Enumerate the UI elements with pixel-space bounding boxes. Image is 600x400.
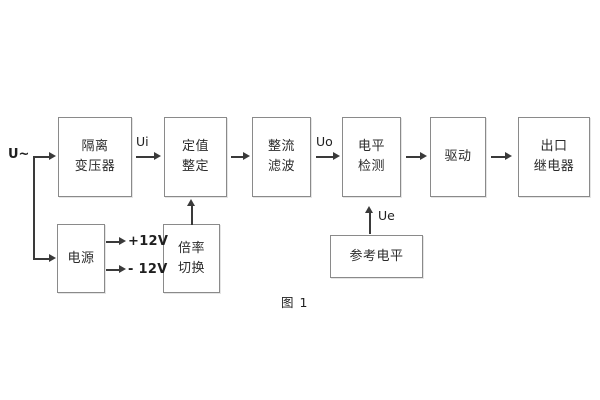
arrow-driver-to-relay-line [491, 156, 507, 158]
power-output-pos-line [106, 241, 121, 243]
block-power-supply[interactable]: 电源 [57, 224, 105, 293]
block-output-relay-line-2: 继电器 [533, 159, 575, 174]
block-power-supply-line-1: 电源 [67, 250, 95, 266]
arrow-transformer-to-setpoint-line [136, 156, 156, 158]
block-output-relay[interactable]: 出口 继电器 [518, 117, 590, 197]
input-source-label: U~ [8, 147, 30, 162]
power-output-neg-arrow [119, 265, 126, 273]
signal-label-uo: Uo [316, 134, 333, 149]
block-multiplier-switch[interactable]: 倍率 切换 [163, 224, 220, 293]
arrow-setpoint-to-rectify-line [231, 156, 245, 158]
block-rectify-filter-line-2: 滤波 [267, 159, 295, 174]
block-reference-level-line-1: 参考电平 [349, 248, 404, 264]
block-multiplier-switch-line-1: 倍率 [177, 240, 205, 256]
arrow-level-to-driver-line [406, 156, 422, 158]
arrow-level-to-driver-head [420, 152, 427, 160]
block-multiplier-switch-line-2: 切换 [177, 260, 205, 276]
block-isolation-transformer-line-2: 变压器 [74, 159, 116, 174]
input-feed-power-line [33, 258, 51, 260]
block-setpoint-adjust[interactable]: 定值 整定 [164, 117, 227, 197]
input-feed-transformer-line [33, 156, 51, 158]
block-output-relay-line-1: 出口 [540, 139, 568, 155]
power-output-pos-arrow [119, 237, 126, 245]
block-reference-level[interactable]: 参考电平 [330, 235, 423, 278]
arrow-multiplier-to-setpoint-line [191, 205, 193, 225]
block-level-detect-line-2: 检测 [357, 159, 385, 174]
block-driver[interactable]: 驱动 [430, 117, 486, 197]
arrow-setpoint-to-rectify-head [243, 152, 250, 160]
block-rectify-filter[interactable]: 整流 滤波 [252, 117, 311, 197]
voltage-label-positive: +12V [128, 234, 169, 249]
block-driver-line-1: 驱动 [444, 149, 472, 165]
arrow-reference-to-level-head [365, 206, 373, 213]
arrow-rectify-to-level-line [316, 156, 335, 158]
input-feed-power-arrow [49, 254, 56, 262]
block-level-detect[interactable]: 电平 检测 [342, 117, 401, 197]
block-isolation-transformer[interactable]: 隔离 变压器 [58, 117, 132, 197]
arrow-rectify-to-level-head [333, 152, 340, 160]
input-branch-trunk [33, 157, 35, 259]
power-output-neg-line [106, 269, 121, 271]
arrow-reference-to-level-line [369, 212, 371, 234]
arrow-driver-to-relay-head [505, 152, 512, 160]
signal-label-ui: Ui [136, 134, 149, 149]
block-setpoint-adjust-line-2: 整定 [181, 159, 209, 174]
figure-caption: 图 1 [281, 295, 309, 310]
arrow-multiplier-to-setpoint-head [187, 199, 195, 206]
block-rectify-filter-line-1: 整流 [267, 139, 295, 155]
signal-label-ue: Ue [378, 208, 395, 223]
block-isolation-transformer-line-1: 隔离 [81, 139, 109, 155]
input-feed-transformer-arrow [49, 152, 56, 160]
arrow-transformer-to-setpoint-head [154, 152, 161, 160]
block-level-detect-line-1: 电平 [357, 139, 385, 155]
voltage-label-negative: - 12V [128, 262, 168, 277]
block-setpoint-adjust-line-1: 定值 [181, 139, 209, 155]
